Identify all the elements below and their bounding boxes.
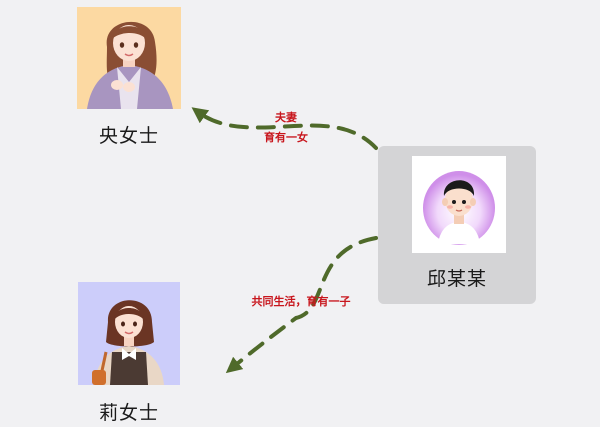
relation-label-yang-line1: 夫妻 bbox=[275, 111, 297, 124]
li-name: 莉女士 bbox=[98, 402, 159, 424]
yang-portrait bbox=[77, 7, 181, 109]
qiu-portrait bbox=[412, 156, 506, 253]
relation-label-yang: 夫妻 育有一女 bbox=[246, 108, 326, 148]
qiu-card: 邱某某 bbox=[378, 146, 536, 304]
qiu-name: 邱某某 bbox=[426, 268, 487, 290]
li-portrait bbox=[78, 282, 180, 385]
relation-label-yang-line2: 育有一女 bbox=[264, 131, 308, 144]
yang-name: 央女士 bbox=[98, 125, 159, 147]
arrow-to-li bbox=[225, 236, 378, 374]
arrow-to-yang bbox=[191, 107, 378, 150]
relation-label-li: 共同生活，育有一子 bbox=[251, 295, 351, 308]
